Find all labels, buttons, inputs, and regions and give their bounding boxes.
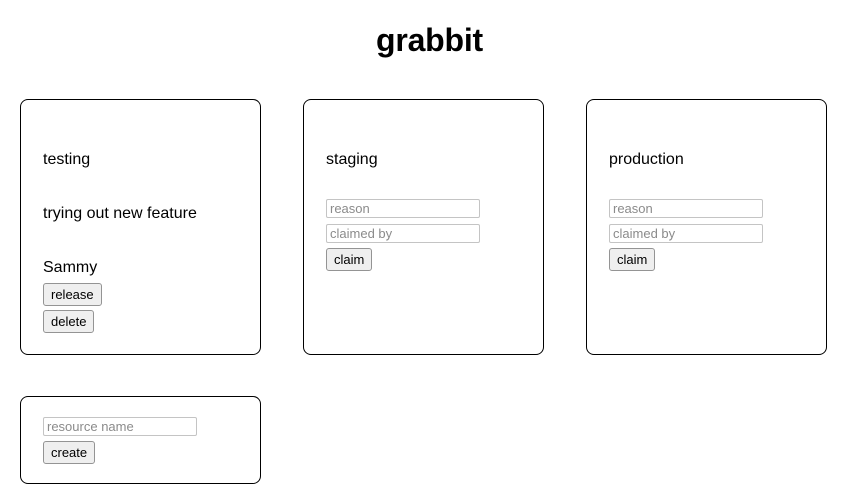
resource-card-staging: staging claim: [303, 99, 544, 355]
resource-card-testing: testing trying out new feature Sammy rel…: [20, 99, 261, 355]
resource-actions: release delete: [43, 283, 238, 333]
resource-name-label: staging: [326, 151, 378, 168]
resource-claimed-by-text: Sammy: [43, 259, 98, 276]
claim-form: claim: [326, 199, 521, 271]
page-title: grabbit: [375, 22, 484, 58]
delete-button[interactable]: delete: [43, 310, 95, 333]
release-button[interactable]: release: [43, 283, 102, 306]
resource-name-label: testing: [43, 151, 91, 168]
claimed-by-input[interactable]: [326, 224, 480, 243]
reason-input[interactable]: [326, 199, 480, 218]
claim-button[interactable]: claim: [609, 248, 656, 271]
resource-name-input[interactable]: [43, 417, 197, 436]
claim-button[interactable]: claim: [326, 248, 373, 271]
resource-card-production: production claim: [586, 99, 827, 355]
create-button[interactable]: create: [43, 441, 96, 464]
claim-form: claim: [609, 199, 804, 271]
claimed-by-input[interactable]: [609, 224, 763, 243]
resource-reason-text: trying out new feature: [43, 205, 197, 222]
resource-name-label: production: [609, 151, 684, 168]
create-resource-card: create: [20, 396, 261, 484]
resource-card-grid: testing trying out new feature Sammy rel…: [20, 99, 839, 355]
reason-input[interactable]: [609, 199, 763, 218]
